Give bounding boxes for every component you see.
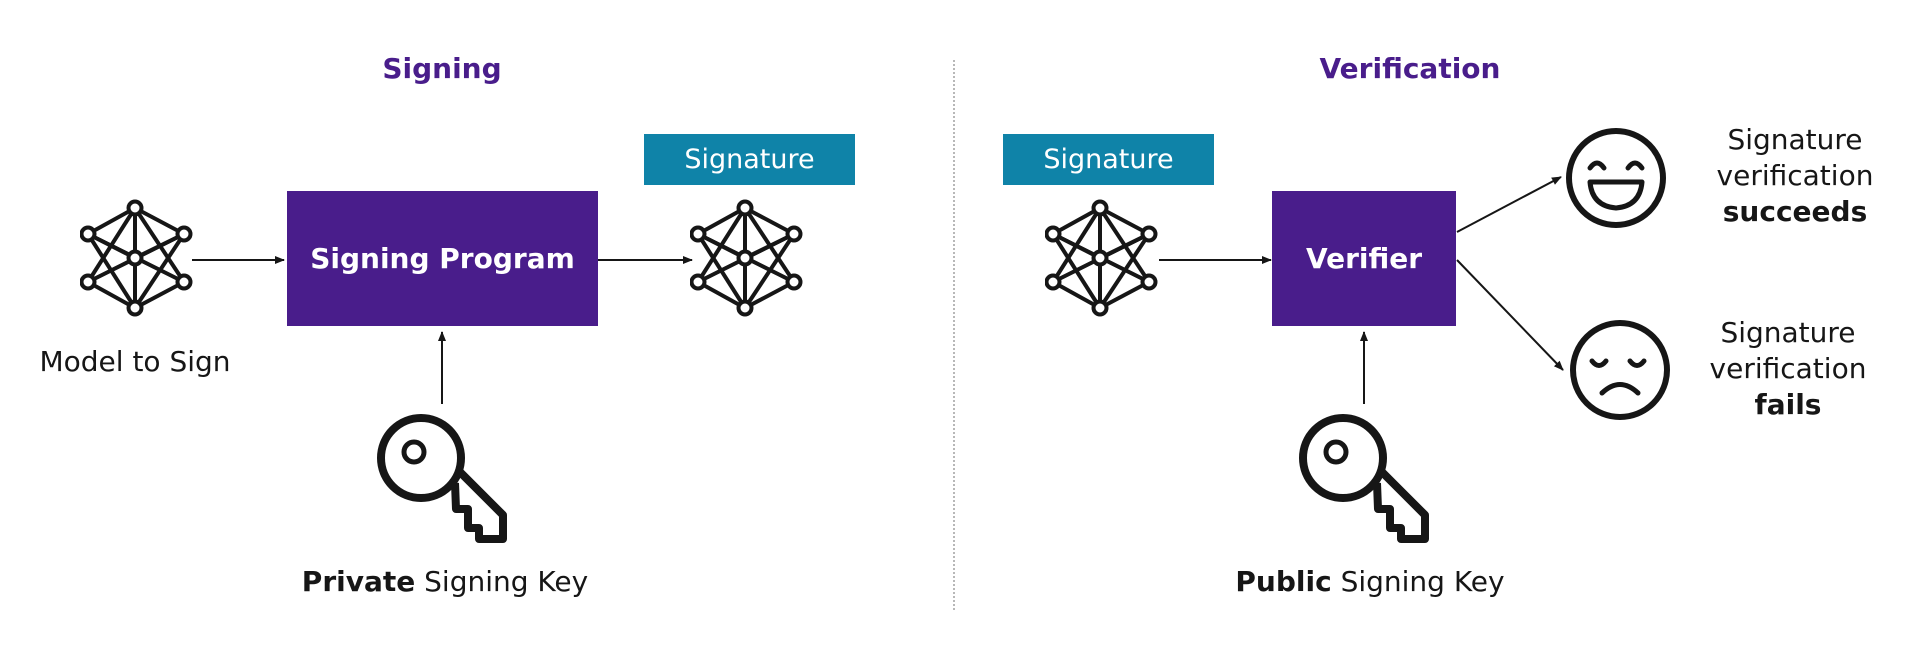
signing-program-label: Signing Program (310, 242, 575, 275)
private-key-label: Private Signing Key (260, 565, 630, 598)
signing-title: Signing (382, 52, 502, 85)
public-key-label-rest: Signing Key (1331, 565, 1505, 598)
neural-network-icon (690, 199, 803, 317)
signature-tag-label: Signature (1043, 144, 1174, 175)
public-key-label-bold: Public (1235, 565, 1332, 598)
verification-title: Verification (1319, 52, 1501, 85)
neural-network-icon (80, 199, 193, 317)
success-line1: Signature (1727, 123, 1863, 156)
key-icon (1299, 414, 1429, 543)
failure-line3: fails (1754, 388, 1822, 421)
arrow-model-to-verifier (1159, 256, 1272, 264)
model-to-sign-label: Model to Sign (39, 345, 231, 378)
failure-line1: Signature (1720, 316, 1856, 349)
arrow-key-to-verifier (1360, 331, 1368, 404)
happy-face-icon (1566, 128, 1666, 228)
signing-program-box: Signing Program (287, 191, 598, 326)
private-key-label-bold: Private (301, 565, 416, 598)
arrow-program-to-signed-model (598, 256, 693, 264)
signature-tag: Signature (1003, 134, 1214, 185)
verifier-label: Verifier (1305, 242, 1423, 275)
section-divider (953, 60, 955, 610)
public-key-label: Public Signing Key (1190, 565, 1550, 598)
signature-tag-label: Signature (684, 144, 815, 175)
verifier-box: Verifier (1272, 191, 1456, 326)
key-icon (377, 414, 507, 543)
success-line3: succeeds (1722, 195, 1868, 228)
private-key-label-rest: Signing Key (415, 565, 589, 598)
sad-face-icon (1570, 320, 1670, 420)
outcome-arrows (1456, 176, 1564, 371)
failure-text: Signature verification fails (1688, 315, 1888, 423)
signature-tag: Signature (644, 134, 855, 185)
failure-line2: verification (1709, 352, 1867, 385)
arrow-model-to-program (192, 256, 285, 264)
success-line2: verification (1716, 159, 1874, 192)
success-text: Signature verification succeeds (1695, 122, 1895, 230)
neural-network-icon (1045, 199, 1158, 317)
arrow-key-to-program (438, 331, 446, 404)
